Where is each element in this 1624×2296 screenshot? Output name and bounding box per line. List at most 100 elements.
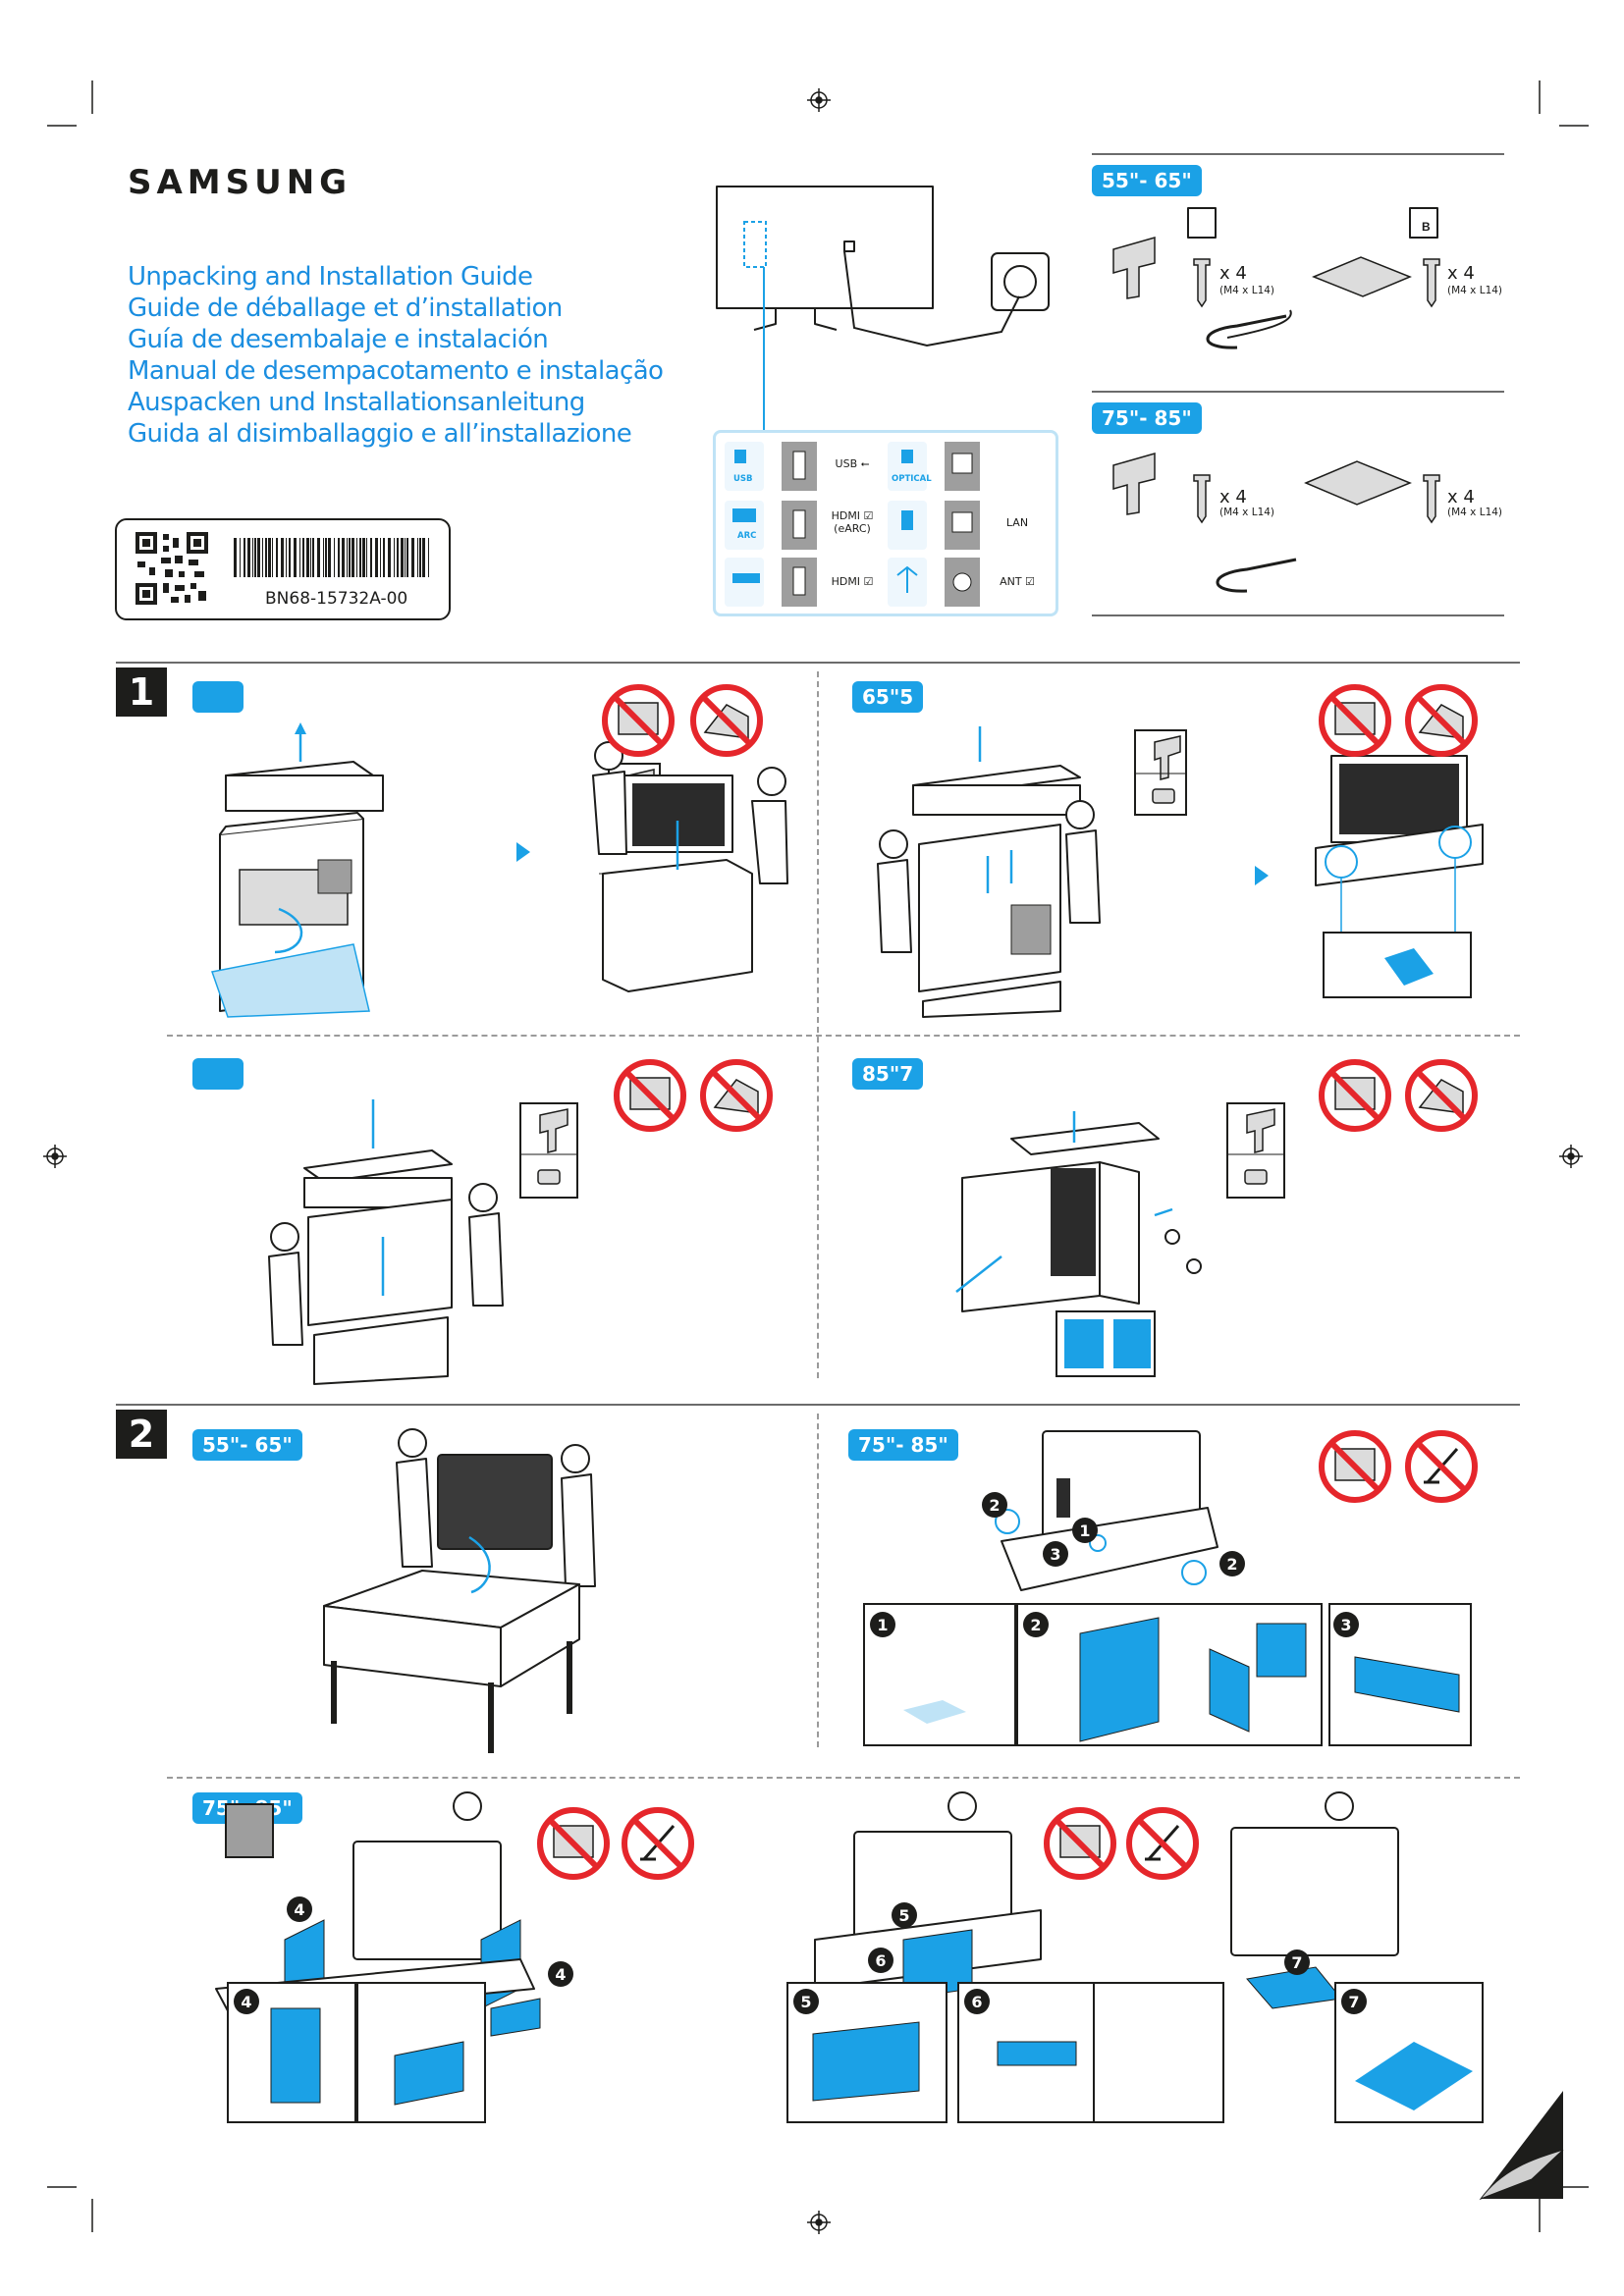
step1-unpack-box-d [955, 1111, 1202, 1377]
screw-qty-a-55-65: x 4 [1219, 263, 1247, 284]
box-b-label: B [1422, 220, 1431, 234]
optical-tag: OPTICAL [892, 474, 932, 484]
svg-text:5: 5 [898, 1906, 909, 1925]
step-marker-1-icon: 1 [1072, 1518, 1098, 1543]
step-marker-4-icon: 4 [548, 1961, 573, 1987]
step1-unpack-box-c [268, 1099, 504, 1385]
step-marker-2-icon: 2 [1023, 1612, 1049, 1637]
step-marker-7-icon: 7 [1341, 1989, 1367, 2014]
screw-spec-a-75-85: (M4 x L14) [1219, 507, 1275, 518]
title-es: Guía de desembalaje e instalación [128, 325, 549, 354]
screw-spec-b-75-85: (M4 x L14) [1447, 507, 1503, 518]
screw-spec-b-55-65: (M4 x L14) [1447, 285, 1503, 296]
size-badge-55-65: 55"- 65" [1092, 165, 1202, 196]
tv-rear-diagram [716, 186, 1050, 430]
title-it: Guida al disimballaggio e all’installazi… [128, 419, 632, 449]
step1-badge-c [192, 1058, 244, 1090]
step2-horizontal-divider [167, 1777, 1520, 1779]
svg-text:2: 2 [1226, 1555, 1237, 1574]
screw-spec-a-55-65: (M4 x L14) [1219, 285, 1275, 296]
step-marker-7-icon: 7 [1284, 1949, 1310, 1975]
svg-text:3: 3 [1050, 1545, 1060, 1564]
components-bottom-line [1092, 614, 1504, 616]
part-number: BN68-15732A-00 [265, 589, 408, 609]
guide-titles: Unpacking and Installation Guide Guide d… [128, 261, 664, 450]
title-fr: Guide de déballage et d’installation [128, 294, 563, 323]
step1-top-line [116, 662, 1520, 664]
step1-horizontal-divider [167, 1035, 1520, 1037]
title-de: Auspacken und Installationsanleitung [128, 388, 585, 417]
step2-top-line [116, 1404, 1520, 1406]
step-marker-4-icon: 4 [287, 1896, 312, 1922]
arc-tag: ARC [737, 531, 757, 541]
title-pt: Manual de desempacotamento e instalação [128, 356, 664, 386]
step1-vertical-divider [817, 671, 819, 1378]
step-number-2: 2 [116, 1410, 167, 1459]
barcode-icon [234, 538, 429, 577]
components-75-85-illustration [1112, 453, 1440, 593]
svg-text:7: 7 [1291, 1953, 1302, 1972]
svg-text:1: 1 [877, 1616, 888, 1634]
svg-text:4: 4 [555, 1965, 566, 1984]
step-marker-5-icon: 5 [892, 1902, 917, 1928]
step-marker-6-icon: 6 [964, 1989, 990, 2014]
no-sharp-tool-icon [622, 1807, 694, 1880]
step1-badge-a [192, 681, 244, 713]
brand-logo: SAMSUNG [128, 163, 352, 202]
no-pressing-screen-icon [700, 1059, 773, 1132]
title-en: Unpacking and Installation Guide [128, 262, 533, 292]
svg-text:1: 1 [1079, 1522, 1090, 1540]
svg-text:4: 4 [241, 1993, 251, 2011]
no-lying-flat-icon [614, 1059, 686, 1132]
components-top-line [1092, 153, 1504, 155]
lan-port-label: LAN [1005, 516, 1029, 529]
step2-badge-b: 75"- 85" [848, 1429, 958, 1461]
ports-grid [725, 442, 980, 607]
step1-people-lift-a [592, 741, 788, 992]
step-marker-6-icon: 6 [868, 1948, 893, 1973]
step-marker-3-icon: 3 [1333, 1612, 1359, 1637]
qr-code-icon [135, 532, 208, 605]
ports-panel [713, 430, 1058, 616]
components-55-65-illustration [1112, 207, 1440, 349]
screw-qty-b-55-65: x 4 [1447, 263, 1475, 284]
svg-text:7: 7 [1348, 1993, 1359, 2011]
step2-detail-panels [863, 1603, 1472, 1746]
screw-qty-b-75-85: x 4 [1447, 487, 1475, 507]
no-lying-flat-icon [1044, 1807, 1116, 1880]
no-lying-flat-icon [602, 684, 675, 757]
svg-text:5: 5 [800, 1993, 811, 2011]
step1-parts-panel-c [519, 1102, 578, 1199]
screw-qty-a-75-85: x 4 [1219, 487, 1247, 507]
step1-parts-panel-d [1226, 1102, 1285, 1199]
no-lying-flat-icon [537, 1807, 610, 1880]
step2-detail-4 [227, 1982, 486, 2123]
step1-badge-b: 65"5 [852, 681, 924, 713]
step-number-1: 1 [116, 667, 167, 717]
svg-text:4: 4 [294, 1900, 304, 1919]
page-curl-icon [1479, 2091, 1564, 2201]
size-badge-75-85: 75"- 85" [1092, 402, 1202, 434]
step-marker-3-icon: 3 [1043, 1541, 1068, 1567]
no-sharp-tool-icon [1126, 1807, 1199, 1880]
part-label-box [115, 518, 451, 620]
step2-badge-a: 55"- 65" [192, 1429, 302, 1461]
step2-vertical-divider [817, 1414, 819, 1747]
step1-unpack-box-b [877, 726, 1484, 1018]
step-marker-4-icon: 4 [234, 1989, 259, 2014]
step2-place-on-table [323, 1428, 596, 1753]
step-marker-2-icon: 2 [1219, 1551, 1245, 1576]
usb-port-label: USB ⭠ [835, 457, 870, 470]
no-lying-flat-icon [1319, 684, 1391, 757]
no-lying-flat-icon [1319, 1059, 1391, 1132]
step2-detail-5-6-7 [786, 1982, 1484, 2123]
no-pressing-screen-icon [1405, 1059, 1478, 1132]
step-marker-1-icon: 1 [870, 1612, 895, 1637]
step1-badge-d: 85"7 [852, 1058, 924, 1090]
svg-text:3: 3 [1340, 1616, 1351, 1634]
step-marker-5-icon: 5 [793, 1989, 819, 2014]
step2-remove-packing [995, 1430, 1218, 1591]
hdmi-port-label: HDMI ☑ [831, 575, 874, 588]
no-lying-flat-icon [1319, 1430, 1391, 1503]
